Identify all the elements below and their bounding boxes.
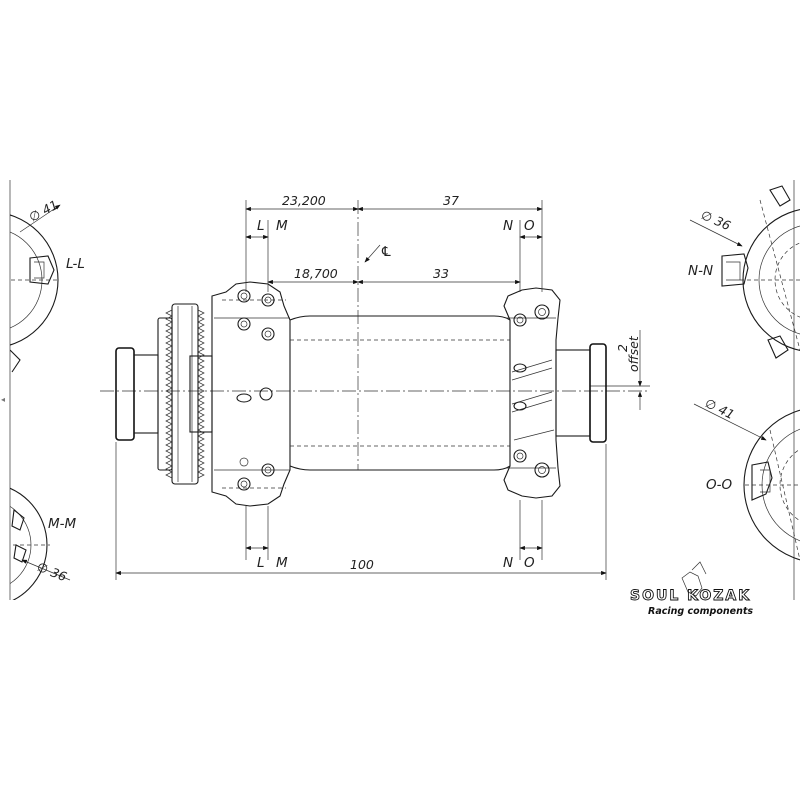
dim-offset-label: offset — [626, 335, 641, 372]
left-flange — [211, 281, 291, 507]
ll-diameter-leader — [19, 204, 61, 233]
section-nn-view — [721, 185, 800, 359]
right-spoke-holes — [513, 304, 550, 478]
soul-kozak-logo: SOUL KOZAK Racing components — [630, 561, 753, 617]
logo-brand: SOUL KOZAK — [630, 588, 751, 604]
nn-diameter-label: ∅ 36 — [699, 207, 733, 233]
left-spoke-holes — [236, 289, 275, 491]
mm-diameter-label: ∅ 36 — [35, 559, 69, 584]
marker-bottom-l: L — [257, 555, 265, 571]
oo-diameter-label: ∅ 41 — [703, 395, 737, 422]
marker-bottom-m: M — [276, 555, 288, 571]
marker-bottom-n: N — [503, 555, 513, 571]
side-scroll-arrow[interactable]: ◂ — [1, 395, 5, 404]
dim-23-200: 23,200 — [282, 193, 326, 208]
section-oo-view — [743, 409, 800, 561]
nn-section-label: N-N — [688, 263, 713, 279]
ll-diameter-label: ∅ 41 — [26, 197, 60, 225]
dim-18-700: 18,700 — [294, 266, 338, 281]
oo-diameter-leader — [693, 403, 767, 441]
kozak-head-icon — [681, 571, 703, 597]
left-end-cap — [115, 347, 135, 441]
centerlock-spline — [165, 303, 205, 485]
ll-section-label: L-L — [66, 256, 85, 272]
logo-tagline: Racing components — [648, 606, 753, 617]
dim-33: 33 — [433, 266, 449, 281]
shell-top — [289, 315, 511, 321]
hub-body — [100, 281, 650, 507]
mm-diameter-leader — [21, 559, 71, 581]
section-mm-view — [10, 487, 50, 600]
right-end-cap — [589, 343, 607, 443]
marker-top-o: O — [524, 218, 535, 234]
dim-100: 100 — [350, 557, 374, 572]
section-ll-view — [10, 214, 60, 373]
marker-top-l: L — [257, 218, 265, 234]
right-flange — [503, 287, 561, 499]
dimension-lines — [115, 200, 643, 580]
centerline-symbol: ℄ — [381, 244, 391, 260]
dim-37: 37 — [443, 193, 459, 208]
oo-section-label: O-O — [706, 477, 732, 493]
marker-top-n: N — [503, 218, 513, 234]
dim-offset-value: 2 — [615, 344, 630, 352]
marker-top-m: M — [276, 218, 288, 234]
marker-bottom-o: O — [524, 555, 535, 571]
nn-diameter-leader — [689, 219, 743, 247]
shell-bottom — [289, 465, 511, 471]
mm-section-label: M-M — [48, 516, 77, 532]
